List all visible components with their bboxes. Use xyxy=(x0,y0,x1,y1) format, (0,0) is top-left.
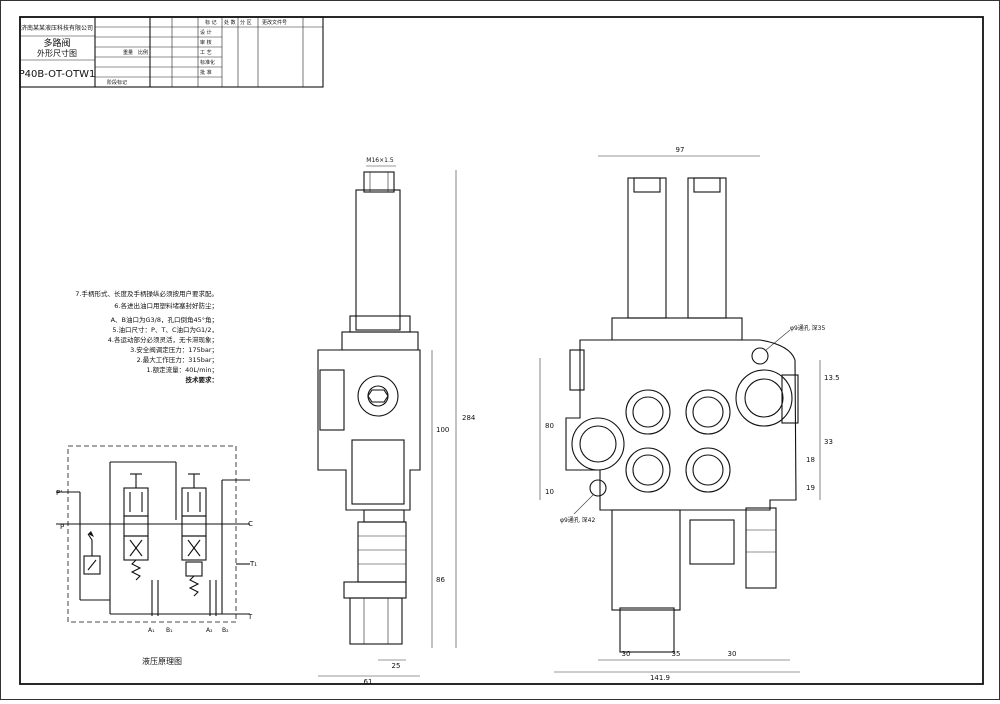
drawing-number: P40B-OT-OTW1 xyxy=(19,69,96,80)
role-process: 工 艺 xyxy=(200,50,212,56)
dim-right-2: 33 xyxy=(824,438,833,446)
tech-item-3: 3.安全阀调定压力：175bar； xyxy=(130,345,218,354)
hydraulic-schematic: P P' T T₁ C A₁ B₁ A₂ B₂ 液压原理图 xyxy=(56,445,257,666)
port-label-b2: B₂ xyxy=(222,627,229,634)
title-block: 济南某某液压科技有限公司 多路阀 外形尺寸图 P40B-OT-OTW1 阶段标记… xyxy=(19,16,324,88)
dim-left-small: 10 xyxy=(545,488,554,496)
tech-item-5: 5.油口尺寸：P、T、C油口为G1/2， xyxy=(112,325,218,334)
company-name: 济南某某液压科技有限公司 xyxy=(21,24,93,32)
dim-bottom-3: 30 xyxy=(728,650,737,658)
dim-height: 284 xyxy=(462,414,476,422)
part-name: 多路阀 xyxy=(43,37,70,49)
dim-width: 61 xyxy=(364,678,373,686)
front-view: 97 80 10 13.5 33 18 19 30 35 30 141.9 φ9… xyxy=(539,146,840,682)
dim-right-3: 18 xyxy=(806,456,815,464)
port-label-b1: B₁ xyxy=(166,627,173,634)
port-label-c: C xyxy=(248,520,253,528)
scale-label: 比例 xyxy=(138,49,148,56)
role-review: 审 核 xyxy=(200,39,212,46)
dim-right-1: 13.5 xyxy=(824,374,840,382)
role-standard: 标准化 xyxy=(200,59,215,66)
spool-valve-2 xyxy=(181,473,217,616)
role-approve: 批 准 xyxy=(200,69,212,76)
dim-left-h: 80 xyxy=(545,422,554,430)
dim-bottom-1: 30 xyxy=(622,650,631,658)
side-view: M16×1.5 284 100 86 25 61 xyxy=(317,157,476,686)
tech-requirements: 技术要求： 1.额定流量：40L/min； 2.最大工作压力：315bar； 3… xyxy=(75,289,218,384)
stage-label: 阶段标记 xyxy=(107,79,127,86)
dim-bottom: 25 xyxy=(392,662,401,670)
row-label-mark: 标 记 xyxy=(205,19,217,26)
dim-lower: 86 xyxy=(436,576,445,584)
port-label-p-prime: P' xyxy=(56,489,62,497)
port-label-a1: A₁ xyxy=(148,627,155,634)
hole-note-bottom: φ9通孔 深42 xyxy=(560,516,596,524)
drawing-name: 外形尺寸图 xyxy=(37,48,77,58)
spool-valve-1 xyxy=(123,473,159,616)
drawing-border xyxy=(19,16,984,685)
port-label-t: T xyxy=(247,613,253,621)
tech-item-7: 6.各进出油口用塑料堵塞封好防尘； xyxy=(114,301,218,310)
tech-item-1: 1.额定流量：40L/min； xyxy=(146,365,218,374)
dim-right-4: 19 xyxy=(806,484,815,492)
row-label-count: 处 数 xyxy=(224,19,236,26)
dim-mid: 100 xyxy=(436,426,449,434)
tech-item-6: A、B油口为G3/8，孔口倒角45°角； xyxy=(111,315,218,324)
dim-top: 97 xyxy=(676,146,685,154)
port-label-a2: A₂ xyxy=(206,627,213,634)
weight-label: 重量 xyxy=(123,49,133,56)
schematic-title: 液压原理图 xyxy=(142,656,182,666)
row-label-zone: 分 区 xyxy=(240,19,252,26)
row-label-change: 更改文件号 xyxy=(262,19,287,26)
hole-note-top: φ9通孔 深35 xyxy=(790,324,826,332)
tech-item-8: 7.手柄形式、长度及手柄操纵必须按用户要求配。 xyxy=(75,289,218,298)
tech-heading: 技术要求： xyxy=(186,375,219,384)
dim-bottom-2: 35 xyxy=(672,650,681,658)
tech-item-2: 2.最大工作压力：315bar； xyxy=(137,355,218,364)
dim-thread: M16×1.5 xyxy=(366,157,394,164)
port-label-p: P xyxy=(60,523,64,531)
tech-item-4: 4.各运动部分必须灵活，无卡滞现象； xyxy=(108,335,218,344)
port-label-t1: T₁ xyxy=(249,560,257,568)
dim-bottom-total: 141.9 xyxy=(650,674,670,682)
role-design: 设 计 xyxy=(200,29,212,36)
